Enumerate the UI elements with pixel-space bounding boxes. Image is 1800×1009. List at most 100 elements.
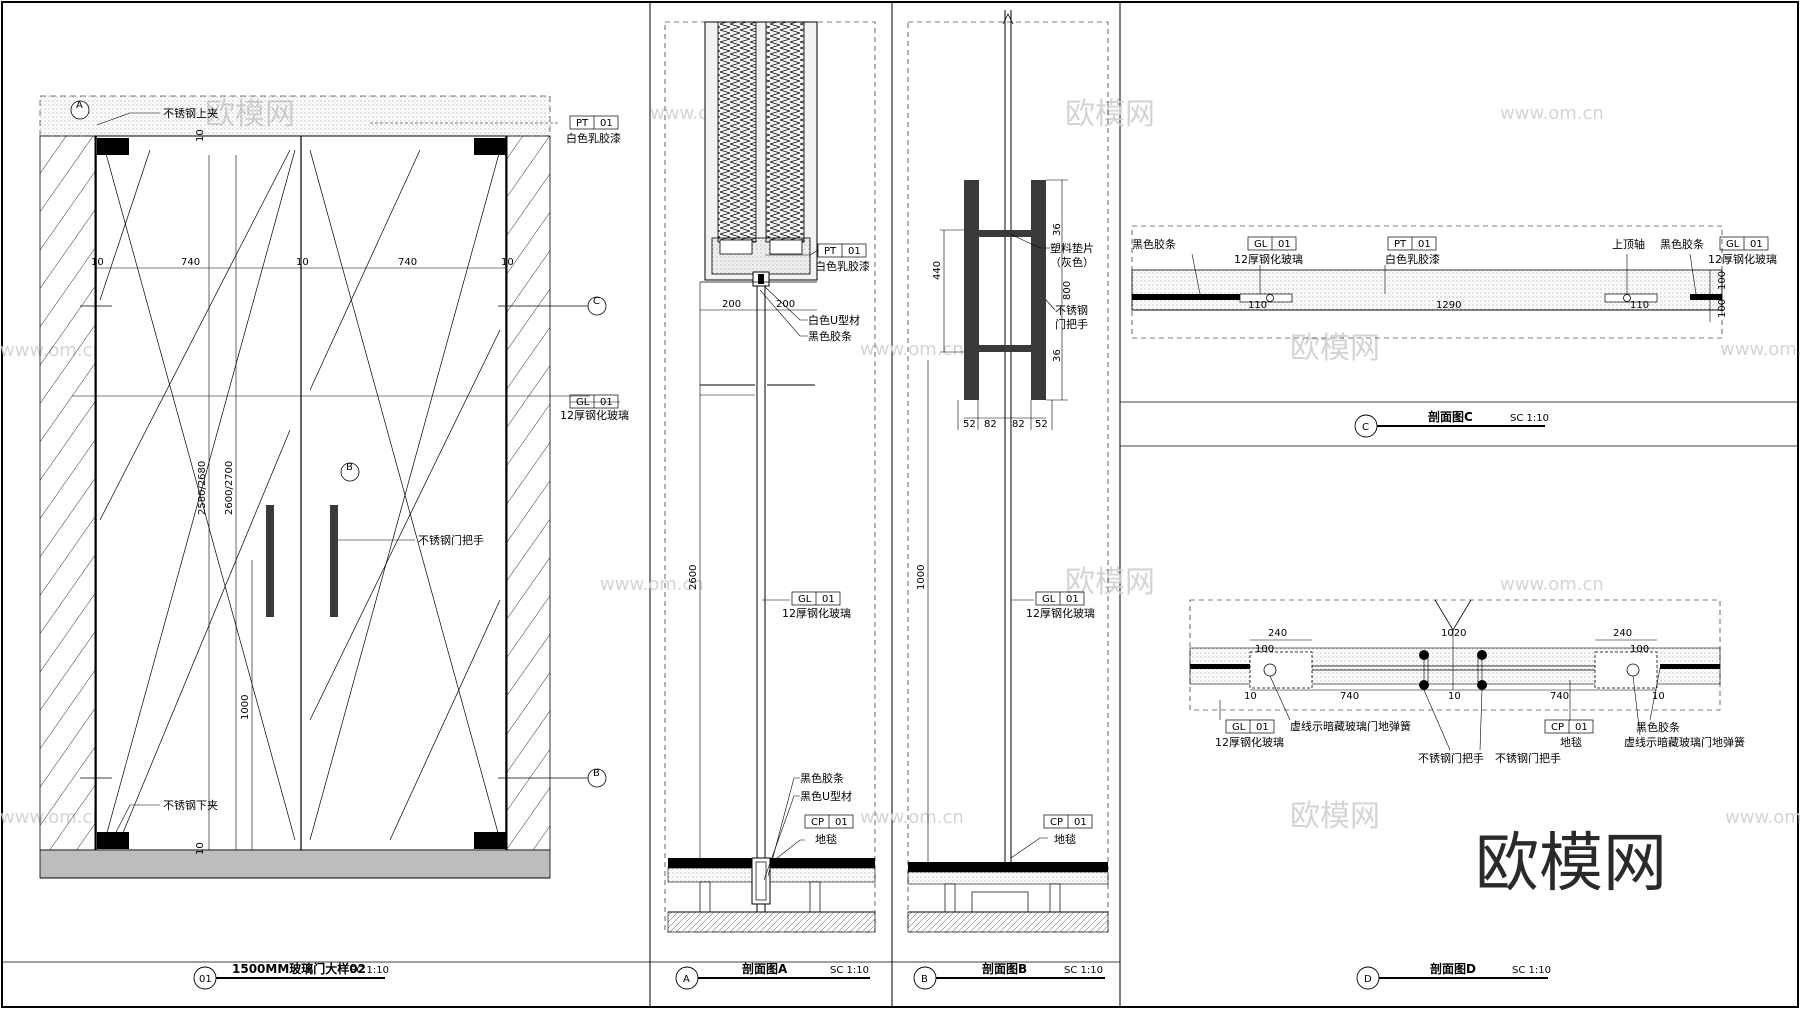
svg-text:01: 01 [822, 594, 835, 605]
title-section-b: 剖面图B [982, 961, 1027, 976]
dim-c-1290: 1290 [1436, 300, 1461, 311]
section-a: PT 01 白色乳胶漆 白色U型材 黑色胶条 GL 01 12厚钢化玻璃 黑色胶… [664, 21, 876, 990]
dim-top-10: 10 [195, 129, 206, 142]
title-section-a: 剖面图A [742, 961, 788, 976]
scale-section-b: SC 1:10 [1064, 965, 1103, 976]
code-gl: GL [576, 397, 590, 408]
watermark: 欧模网 [1065, 565, 1155, 600]
dim-d-1020: 1020 [1441, 628, 1466, 639]
watermark: 欧模网 [1065, 97, 1155, 132]
door-handle-left [266, 505, 274, 617]
label-c-glass-right: 12厚钢化玻璃 [1708, 252, 1777, 266]
label-bottom-clamp: 不锈钢下夹 [163, 799, 218, 812]
dim-b-36-a: 36 [1052, 223, 1063, 236]
title-section-d: 剖面图D [1430, 961, 1476, 976]
label-a-u-black: 黑色U型材 [800, 789, 852, 803]
svg-text:B: B [346, 462, 353, 473]
svg-text:01: 01 [199, 974, 212, 985]
svg-text:01: 01 [1278, 239, 1291, 250]
title-section-c: 剖面图C [1428, 409, 1473, 424]
svg-text:PT: PT [1394, 239, 1407, 250]
dim-c-110-b: 110 [1630, 300, 1649, 311]
label-paint: 白色乳胶漆 [566, 131, 621, 145]
scale-section-c: SC 1:10 [1510, 413, 1549, 424]
svg-text:GL: GL [1726, 239, 1740, 250]
section-b: 塑料垫片 （灰色） 不锈钢 门把手 GL 01 12厚钢化玻璃 CP 01 地毯… [907, 10, 1109, 990]
handle-bar-right [1031, 180, 1046, 400]
dim-a-2600: 2600 [688, 565, 699, 590]
dim-b-82-a: 82 [984, 419, 997, 430]
svg-text:PT: PT [824, 246, 837, 257]
svg-text:B: B [593, 768, 600, 779]
dim-height-total: 2580/2680 [197, 461, 208, 515]
dim-d-10-b: 10 [1448, 691, 1461, 702]
dim-10-c: 10 [501, 257, 514, 268]
dim-740-b: 740 [398, 257, 417, 268]
dim-10-a: 10 [91, 257, 104, 268]
watermark: 欧模网 [1290, 331, 1380, 366]
dim-bottom-10: 10 [195, 842, 206, 855]
svg-text:01: 01 [1418, 239, 1431, 250]
watermark-url: www.om.cn [600, 574, 704, 595]
label-a-carpet: 地毯 [815, 832, 837, 846]
label-a-paint: 白色乳胶漆 [815, 259, 870, 273]
label-a-u-white: 白色U型材 [808, 313, 860, 327]
svg-text:GL: GL [798, 594, 812, 605]
label-c-strip-left: 黑色胶条 [1132, 237, 1176, 251]
svg-text:GL: GL [1254, 239, 1268, 250]
svg-text:CP: CP [1050, 817, 1063, 828]
section-marker-a [70, 100, 90, 120]
handle-bar-left [964, 180, 979, 400]
svg-text:01: 01 [1256, 722, 1269, 733]
watermark-url: www.om.cn [1500, 103, 1604, 124]
dim-b-52-a: 52 [963, 419, 976, 430]
dim-a-200-b: 200 [776, 299, 795, 310]
section-d: 240 1020 240 100 100 10 740 10 740 10 GL… [1189, 599, 1745, 990]
label-b-handle-1: 不锈钢 [1055, 304, 1088, 317]
label-d-carpet: 地毯 [1560, 735, 1582, 749]
dim-b-36-b: 36 [1052, 349, 1063, 362]
svg-text:01: 01 [1066, 594, 1079, 605]
svg-text:CP: CP [1551, 722, 1564, 733]
watermark-url: www.om.cn [1725, 807, 1800, 828]
label-b-pad: 塑料垫片 [1050, 241, 1094, 255]
dim-d-100-a: 100 [1255, 644, 1274, 655]
dim-a-200-a: 200 [722, 299, 741, 310]
dim-d-10-a: 10 [1244, 691, 1257, 702]
label-d-spring-left: 虚线示暗藏玻璃门地弹簧 [1290, 719, 1411, 733]
dim-740-a: 740 [181, 257, 200, 268]
svg-text:01: 01 [848, 246, 861, 257]
door-handle-right [330, 505, 338, 617]
label-c-strip-right: 黑色胶条 [1660, 237, 1704, 251]
svg-text:01: 01 [1074, 817, 1087, 828]
svg-text:GL: GL [1232, 722, 1246, 733]
scale-section-d: SC 1:10 [1512, 965, 1551, 976]
label-c-glass-left: 12厚钢化玻璃 [1234, 252, 1303, 266]
code-pt-number: 01 [600, 118, 613, 129]
svg-text:C: C [1362, 422, 1369, 433]
watermark: 欧模网 [1290, 799, 1380, 834]
watermark-url: www.om.cn [1500, 574, 1604, 595]
dim-d-10-c: 10 [1652, 691, 1665, 702]
dim-b-440: 440 [932, 261, 943, 280]
svg-text:C: C [593, 296, 600, 307]
label-handle: 不锈钢门把手 [418, 533, 484, 547]
brand-logo-text: 欧模网 [1475, 827, 1667, 901]
label-top-clamp: 不锈钢上夹 [163, 107, 218, 120]
label-d-handle-right: 不锈钢门把手 [1495, 751, 1561, 765]
section-marker-b-top [340, 462, 360, 482]
label-c-paint: 白色乳胶漆 [1385, 252, 1440, 266]
label-a-glass: 12厚钢化玻璃 [782, 606, 851, 620]
dim-d-240-a: 240 [1268, 628, 1287, 639]
watermark-url: www.om.cn [860, 807, 964, 828]
label-a-strip-black: 黑色胶条 [808, 329, 852, 343]
code-gl-number: 01 [600, 397, 613, 408]
watermark-url: www.om.cn [860, 339, 964, 360]
dim-d-240-b: 240 [1613, 628, 1632, 639]
svg-text:01: 01 [835, 817, 848, 828]
scale-section-a: SC 1:10 [830, 965, 869, 976]
dim-d-740-a: 740 [1340, 691, 1359, 702]
dim-d-100-b: 100 [1630, 644, 1649, 655]
svg-text:A: A [683, 974, 690, 985]
label-a-strip-black-2: 黑色胶条 [800, 771, 844, 785]
